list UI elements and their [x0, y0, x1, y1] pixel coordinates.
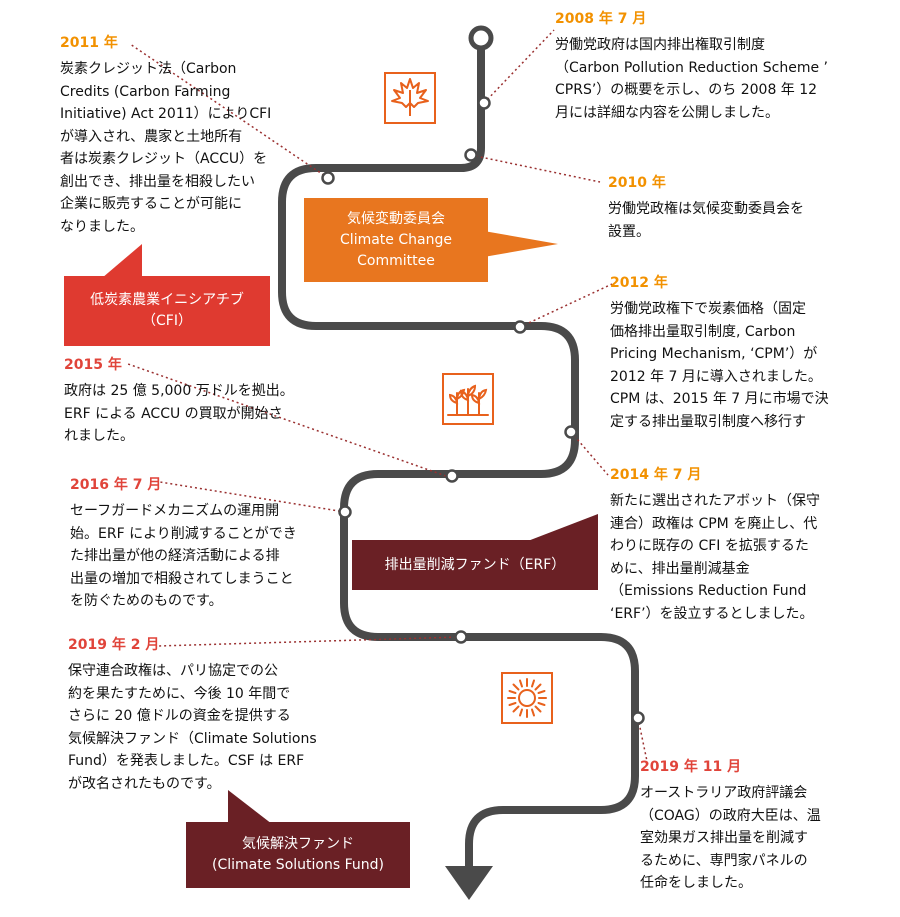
- plants-icon: [442, 373, 494, 425]
- event-2015: 2015 年 政府は 25 億 5,000 万ドルを拠出。 ERF による AC…: [64, 356, 334, 448]
- event-year: 2010 年: [608, 175, 666, 191]
- event-year: 2008 年 7 月: [555, 11, 647, 27]
- timeline-arrowhead: [445, 866, 493, 900]
- callout-line: 気候解決ファンド: [242, 836, 354, 852]
- leader-2015: [127, 363, 447, 477]
- milestone-marker: [477, 96, 491, 110]
- event-text: 炭素クレジット法（Carbon Credits (Carbon Farming …: [60, 61, 272, 235]
- milestone-marker: [321, 171, 335, 185]
- event-2012: 2012 年 労働党政権下で炭素価格（固定 価格排出量取引制度, Carbon …: [610, 274, 870, 433]
- event-year: 2011 年: [60, 35, 118, 51]
- event-text: 労働党政府は国内排出権取引制度 （Carbon Pollution Reduct…: [555, 37, 828, 121]
- milestone-marker: [454, 630, 468, 644]
- event-year: 2014 年 7 月: [610, 467, 702, 483]
- event-text: 保守連合政権は、パリ協定での公 約を果たすために、今後 10 年間で さらに 2…: [68, 663, 317, 792]
- event-year: 2016 年 7 月: [70, 477, 162, 493]
- timeline-start-marker: [468, 25, 494, 51]
- milestone-marker: [338, 505, 352, 519]
- callout-cfi: 低炭素農業イニシアチブ （CFI）: [64, 276, 270, 346]
- callout-line: (Climate Solutions Fund): [212, 857, 384, 873]
- callout-tail: [228, 790, 272, 824]
- leader-2019-feb: [157, 636, 462, 647]
- event-text: オーストラリア政府評議会 （COAG）の政府大臣は、温 室効果ガス排出量を削減す…: [640, 785, 821, 891]
- callout-csf: 気候解決ファンド (Climate Solutions Fund): [186, 822, 410, 888]
- event-2016: 2016 年 7 月 セーフガードメカニズムの運用開 始。ERF により削減する…: [70, 476, 340, 613]
- event-year: 2019 年 11 月: [640, 759, 742, 775]
- timeline-road: [278, 37, 639, 872]
- callout-climate-change-committee: 気候変動委員会 Climate Change Committee: [304, 198, 488, 282]
- callout-tail: [520, 514, 598, 544]
- milestone-marker: [445, 469, 459, 483]
- leader-2016: [159, 481, 346, 513]
- callout-line: （CFI）: [142, 313, 192, 329]
- leader-2010: [470, 154, 601, 183]
- event-text: 新たに選出されたアボット（保守 連合）政権は CPM を廃止し、代 わりに既存の…: [610, 493, 820, 622]
- event-year: 2019 年 2 月: [68, 637, 160, 653]
- leaf-icon: [384, 72, 436, 124]
- event-2014: 2014 年 7 月 新たに選出されたアボット（保守 連合）政権は CPM を廃…: [610, 466, 870, 625]
- event-year: 2015 年: [64, 357, 122, 373]
- event-2011: 2011 年 炭素クレジット法（Carbon Credits (Carbon F…: [60, 34, 300, 238]
- callout-line: 低炭素農業イニシアチブ: [90, 292, 244, 308]
- callout-line: Climate Change: [340, 231, 452, 248]
- event-2019-feb: 2019 年 2 月 保守連合政権は、パリ協定での公 約を果たすために、今後 1…: [68, 636, 338, 795]
- milestone-marker: [631, 711, 645, 725]
- callout-tail: [102, 244, 142, 278]
- event-2008: 2008 年 7 月 労働党政府は国内排出権取引制度 （Carbon Pollu…: [555, 10, 855, 124]
- callout-tail: [478, 230, 558, 258]
- callout-erf: 排出量削減ファンド（ERF）: [352, 540, 598, 590]
- leader-2008: [483, 29, 555, 104]
- callout-line: Committee: [357, 252, 435, 269]
- event-text: 政府は 25 億 5,000 万ドルを拠出。 ERF による ACCU の買取が…: [64, 383, 294, 444]
- callout-line: 気候変動委員会: [347, 210, 445, 227]
- event-year: 2012 年: [610, 275, 668, 291]
- callout-line: 排出量削減ファンド（ERF）: [384, 556, 566, 573]
- event-text: 労働党政権は気候変動委員会を 設置。: [608, 201, 804, 240]
- milestone-marker: [464, 148, 478, 162]
- leader-2019-nov: [637, 717, 649, 767]
- event-2010: 2010 年 労働党政権は気候変動委員会を 設置。: [608, 174, 868, 243]
- event-text: 労働党政権下で炭素価格（固定 価格排出量取引制度, Carbon Pricing…: [610, 301, 829, 430]
- milestone-marker: [513, 320, 527, 334]
- sun-icon: [501, 672, 553, 724]
- leader-2012: [519, 283, 613, 328]
- milestone-marker: [564, 425, 578, 439]
- event-2019-nov: 2019 年 11 月 オーストラリア政府評議会 （COAG）の政府大臣は、温 …: [640, 758, 880, 895]
- event-text: セーフガードメカニズムの運用開 始。ERF により削減することができ た排出量が…: [70, 503, 297, 609]
